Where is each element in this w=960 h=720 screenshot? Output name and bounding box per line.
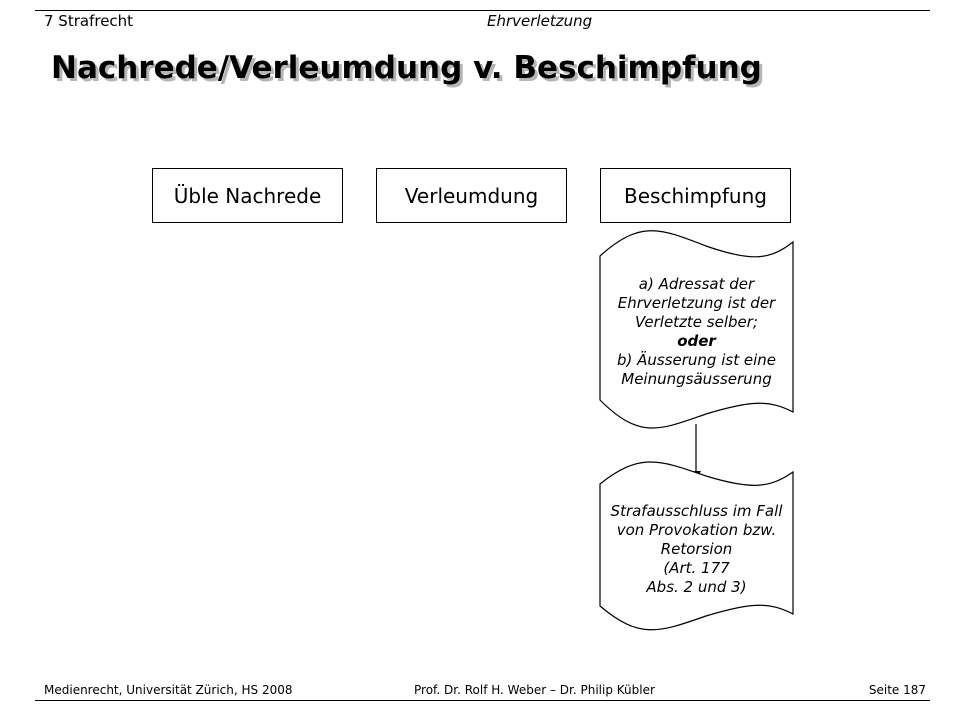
page-title: Nachrede/Verleumdung v. Beschimpfung	[51, 50, 762, 86]
scroll-1-line-3: Verletzte selber;	[635, 313, 758, 331]
page-title-shadow: Nachrede/Verleumdung v. Beschimpfung	[54, 53, 765, 89]
footer-page-number: Seite 187	[868, 683, 926, 697]
box-verleumdung: Verleumdung	[376, 168, 567, 223]
scroll-text-2: Strafausschluss im Fall von Provokation …	[600, 502, 793, 597]
scroll-2-line-1: Strafausschluss im Fall	[610, 502, 783, 520]
footer-rule	[35, 700, 930, 701]
scroll-1-line-6: Meinungsäusserung	[621, 370, 772, 388]
scroll-text-1: a) Adressat der Ehrverletzung ist der Ve…	[600, 275, 793, 389]
scroll-2-line-4: (Art. 177	[663, 559, 730, 577]
scroll-shape-1	[599, 230, 794, 429]
scroll-2-line-2: von Provokation bzw.	[616, 521, 777, 539]
scroll-1-line-5: b) Äusserung ist eine	[616, 351, 776, 369]
scroll-2-line-5: Abs. 2 und 3)	[646, 578, 747, 596]
scroll-1-line-2: Ehrverletzung ist der	[617, 294, 776, 312]
header-rule	[35, 10, 930, 11]
scroll-1-line-4: oder	[600, 332, 793, 351]
box-beschimpfung: Beschimpfung	[600, 168, 791, 223]
footer-authors: Prof. Dr. Rolf H. Weber – Dr. Philip Küb…	[414, 683, 655, 697]
scroll-1-oder: oder	[677, 332, 716, 350]
scroll-shape-2	[599, 461, 794, 631]
chapter-label: 7 Strafrecht	[44, 12, 134, 30]
scroll-1-line-1: a) Adressat der	[638, 275, 755, 293]
scroll-2-line-3: Retorsion	[660, 540, 733, 558]
box-uble-nachrede: Üble Nachrede	[152, 168, 343, 223]
footer-course: Medienrecht, Universität Zürich, HS 2008	[44, 683, 293, 697]
section-label: Ehrverletzung	[487, 12, 593, 30]
